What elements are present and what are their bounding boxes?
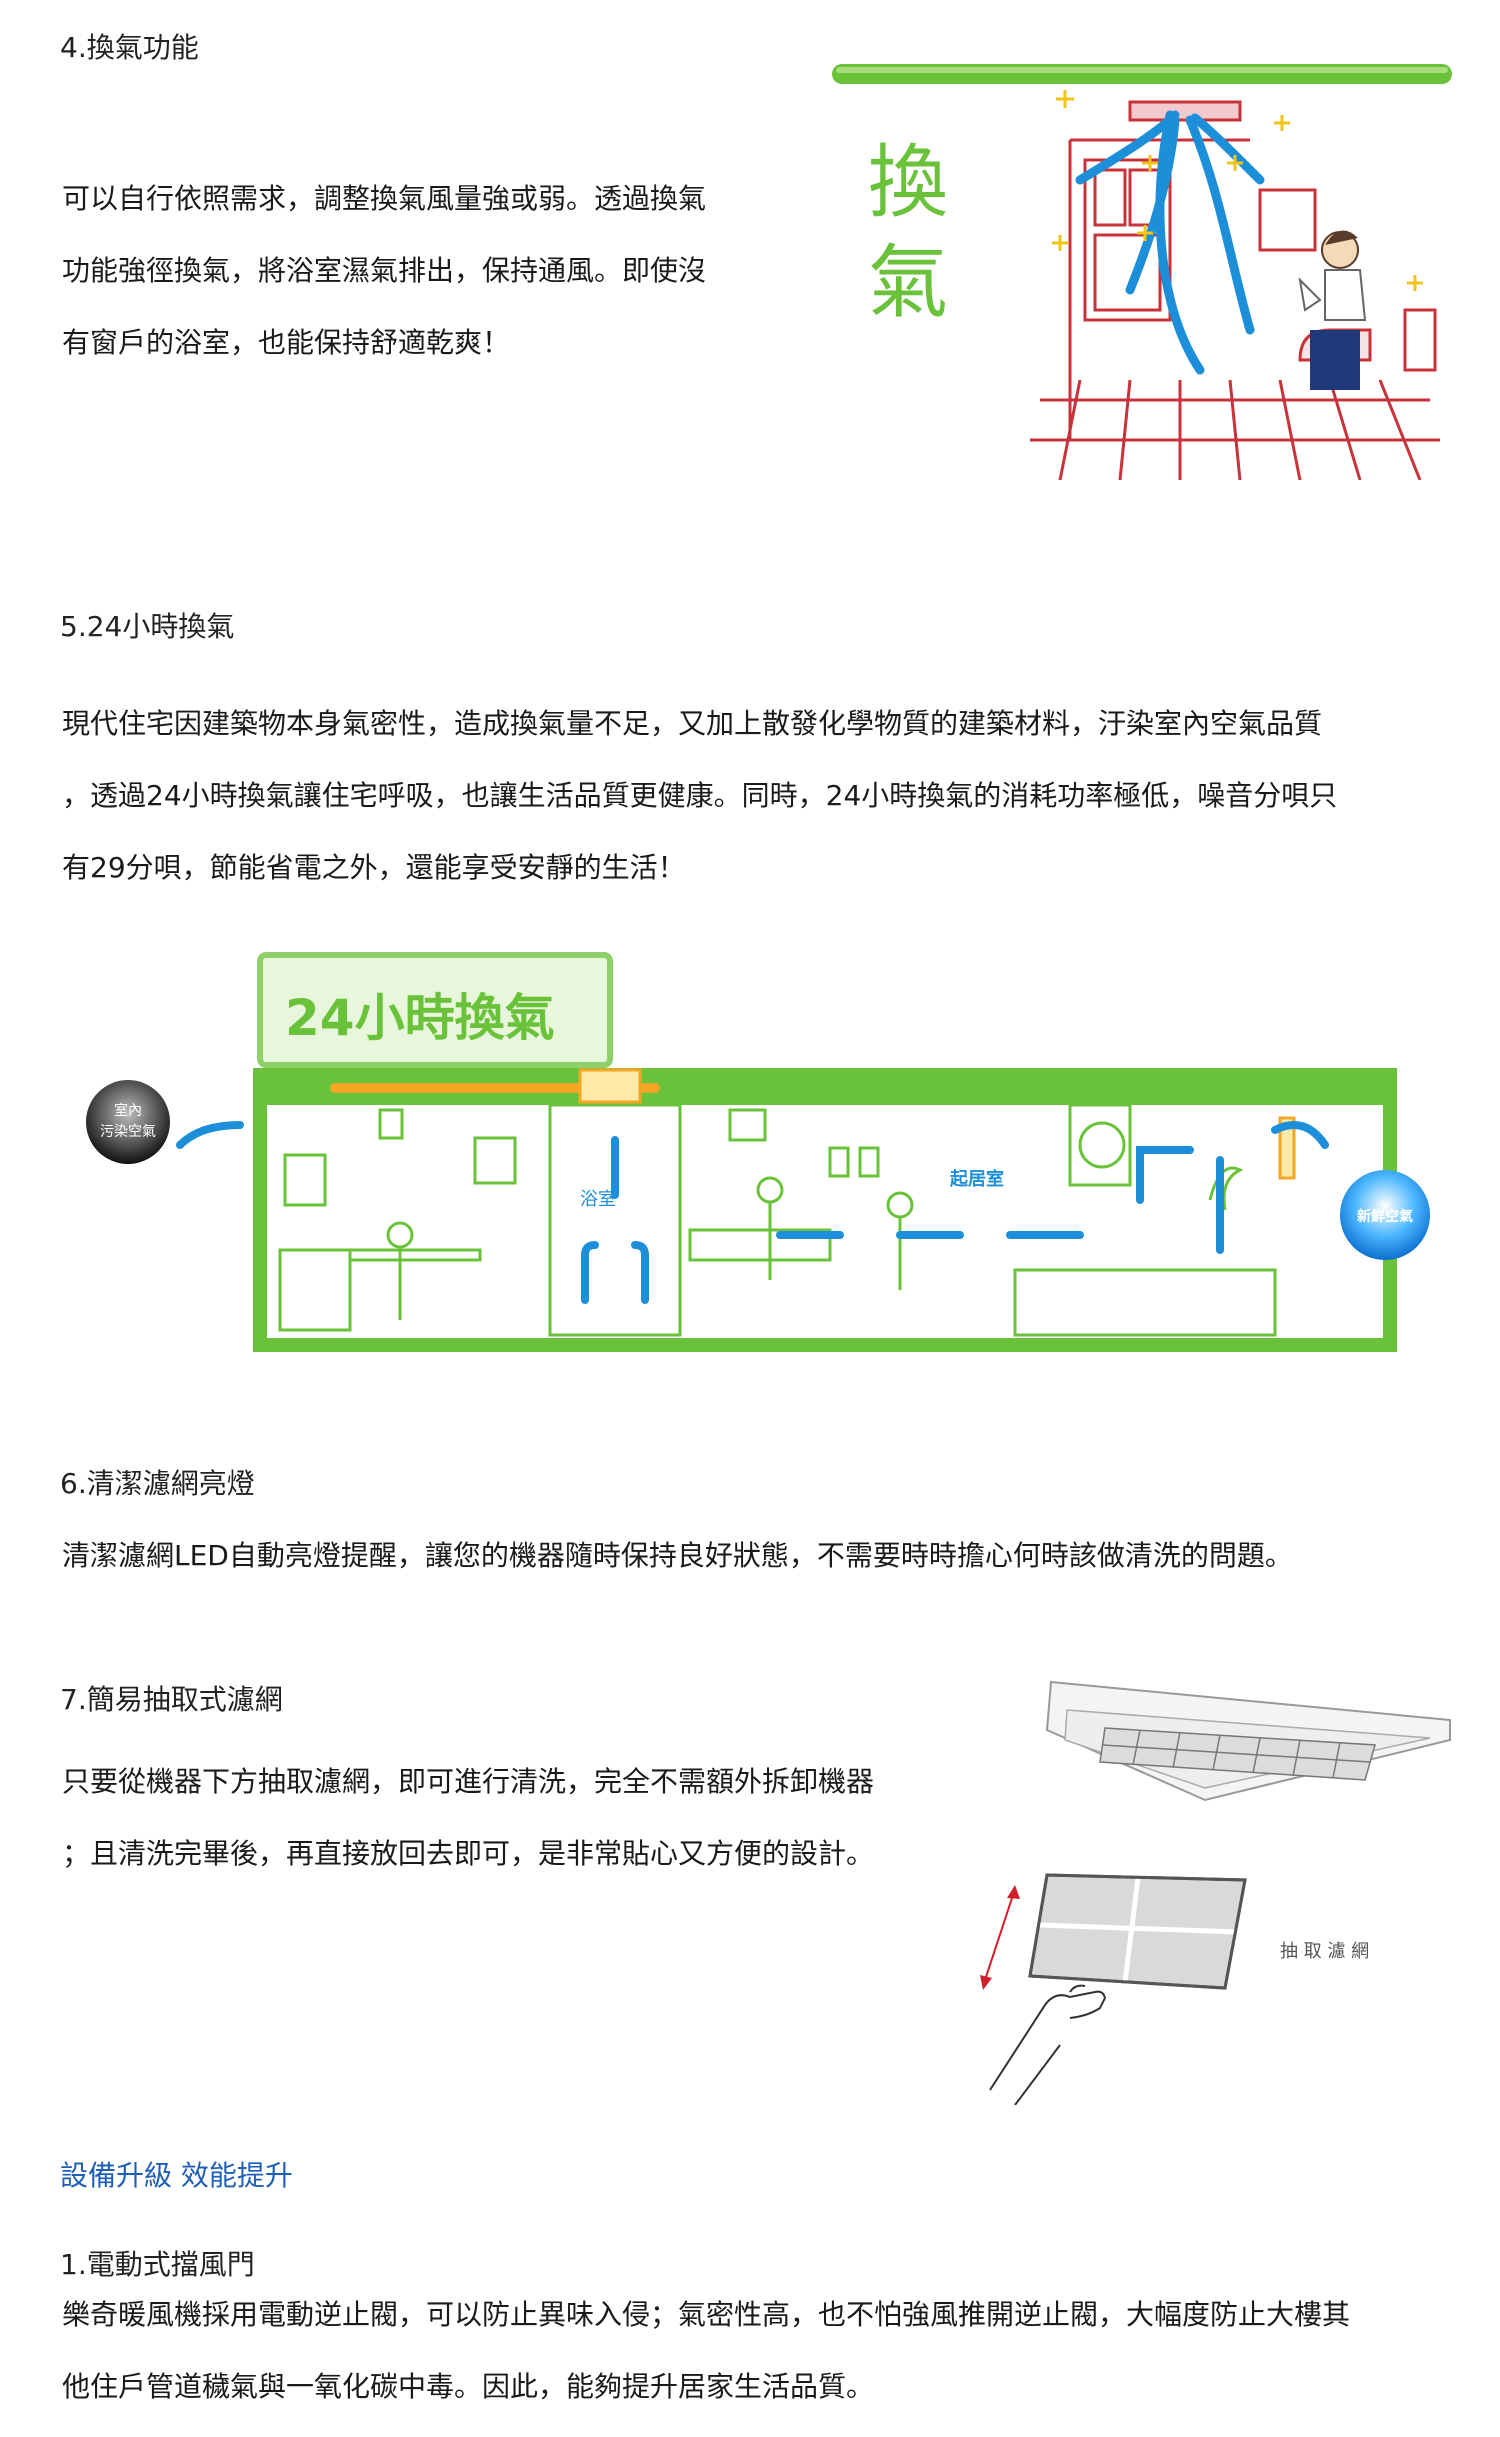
- airflow-arrows: [176, 1121, 1329, 1304]
- bathroom-label: 浴室: [580, 1189, 616, 1210]
- section-7-paragraph: 只要從機器下方抽取濾網，即可進行清洗，完全不需額外拆卸機器 ；且清洗完畢後，再直…: [62, 1746, 874, 1890]
- 24h-ventilation-diagram: 24小時換氣 浴室 起居室: [86, 952, 1430, 1352]
- section-7-heading: 7.簡易抽取式濾網: [60, 1683, 283, 1716]
- diagram-title-box: [257, 952, 613, 1068]
- upgrade-title: 設備升級 效能提升: [60, 2159, 293, 2192]
- filter-panel: [1028, 1873, 1247, 1990]
- upgrade-heading: 1.電動式擋風門: [60, 2248, 255, 2281]
- fresh-air-label: 新鮮空氣: [1357, 1208, 1413, 1225]
- paragraph-line: 他住戶管道穢氣與一氧化碳中毒。因此，能夠提升居家生活品質。: [62, 2370, 875, 2403]
- bathroom-fan: [578, 1068, 642, 1104]
- room-furniture: [278, 1103, 1277, 1337]
- section-6-heading: 6.清潔濾網亮燈: [60, 1467, 255, 1500]
- grille: [1099, 1727, 1376, 1781]
- section-4-paragraph: 可以自行依照需求，調整換氣風量強或弱。透過換氣 功能強徑換氣，將浴室濕氣排出，保…: [62, 163, 706, 379]
- person-icon: [1298, 230, 1367, 390]
- section-6-paragraph: 清潔濾網LED自動亮燈提醒，讓您的機器隨時保持良好狀態，不需要時時擔心何時該做清…: [62, 1539, 1293, 1572]
- polluted-air-label-1: 室內: [114, 1102, 142, 1119]
- airflow-arrows: [1075, 110, 1265, 375]
- bathroom-wall: [548, 1103, 682, 1337]
- living-room-label: 起居室: [949, 1168, 1004, 1190]
- paragraph-line: 可以自行依照需求，調整換氣風量強或弱。透過換氣: [62, 182, 707, 215]
- ventilation-illustration: 換 氣: [832, 64, 1452, 480]
- sparkle-icons: [1052, 90, 1423, 291]
- section-4-heading: 4.換氣功能: [60, 31, 199, 64]
- paragraph-line: ，透過24小時換氣讓住宅呼吸，也讓生活品質更健康。同時，24小時換氣的消耗功率極…: [62, 779, 1338, 812]
- paragraph-line: 現代住宅因建築物本身氣密性，造成換氣量不足，又加上散發化學物質的建築材料，汙染室…: [62, 707, 1323, 740]
- filter-illustration: 抽 取 濾 網: [980, 1680, 1451, 2105]
- polluted-air-label-2: 污染空氣: [100, 1124, 156, 1140]
- paragraph-line: 只要從機器下方抽取濾網，即可進行清洗，完全不需額外拆卸機器: [62, 1765, 875, 1798]
- fresh-air-vent: [1278, 1116, 1296, 1180]
- paragraph-line: 有29分唄，節能省電之外，還能享受安靜的生活！: [62, 851, 686, 884]
- hand-icon: [989, 1984, 1107, 2105]
- paragraph-line: 樂奇暖風機採用電動逆止閥，可以防止異味入侵；氣密性高，也不怕強風推開逆止閥，大幅…: [62, 2298, 1351, 2331]
- paragraph-line: 功能強徑換氣，將浴室濕氣排出，保持通風。即使沒: [62, 254, 707, 287]
- pull-arrow-icon: [980, 1885, 1020, 1990]
- diagram-title: 24小時換氣: [285, 989, 555, 1047]
- figure-label-1: 換: [868, 136, 948, 229]
- section-5-heading: 5.24小時換氣: [60, 610, 235, 643]
- figure-label-2: 氣: [868, 236, 948, 329]
- section-5-paragraph: 現代住宅因建築物本身氣密性，造成換氣量不足，又加上散發化學物質的建築材料，汙染室…: [62, 688, 1337, 904]
- upgrade-paragraph: 樂奇暖風機採用電動逆止閥，可以防止異味入侵；氣密性高，也不怕強風推開逆止閥，大幅…: [62, 2279, 1350, 2423]
- paragraph-line: 有窗戶的浴室，也能保持舒適乾爽！: [62, 326, 511, 359]
- polluted-air-bubble: 室內 污染空氣: [86, 1080, 170, 1164]
- filter-label: 抽 取 濾 網: [1280, 1941, 1369, 1962]
- fresh-air-bubble: 新鮮空氣: [1340, 1170, 1430, 1260]
- paragraph-line: ；且清洗完畢後，再直接放回去即可，是非常貼心又方便的設計。: [62, 1837, 875, 1870]
- house-frame: [253, 1068, 1397, 1352]
